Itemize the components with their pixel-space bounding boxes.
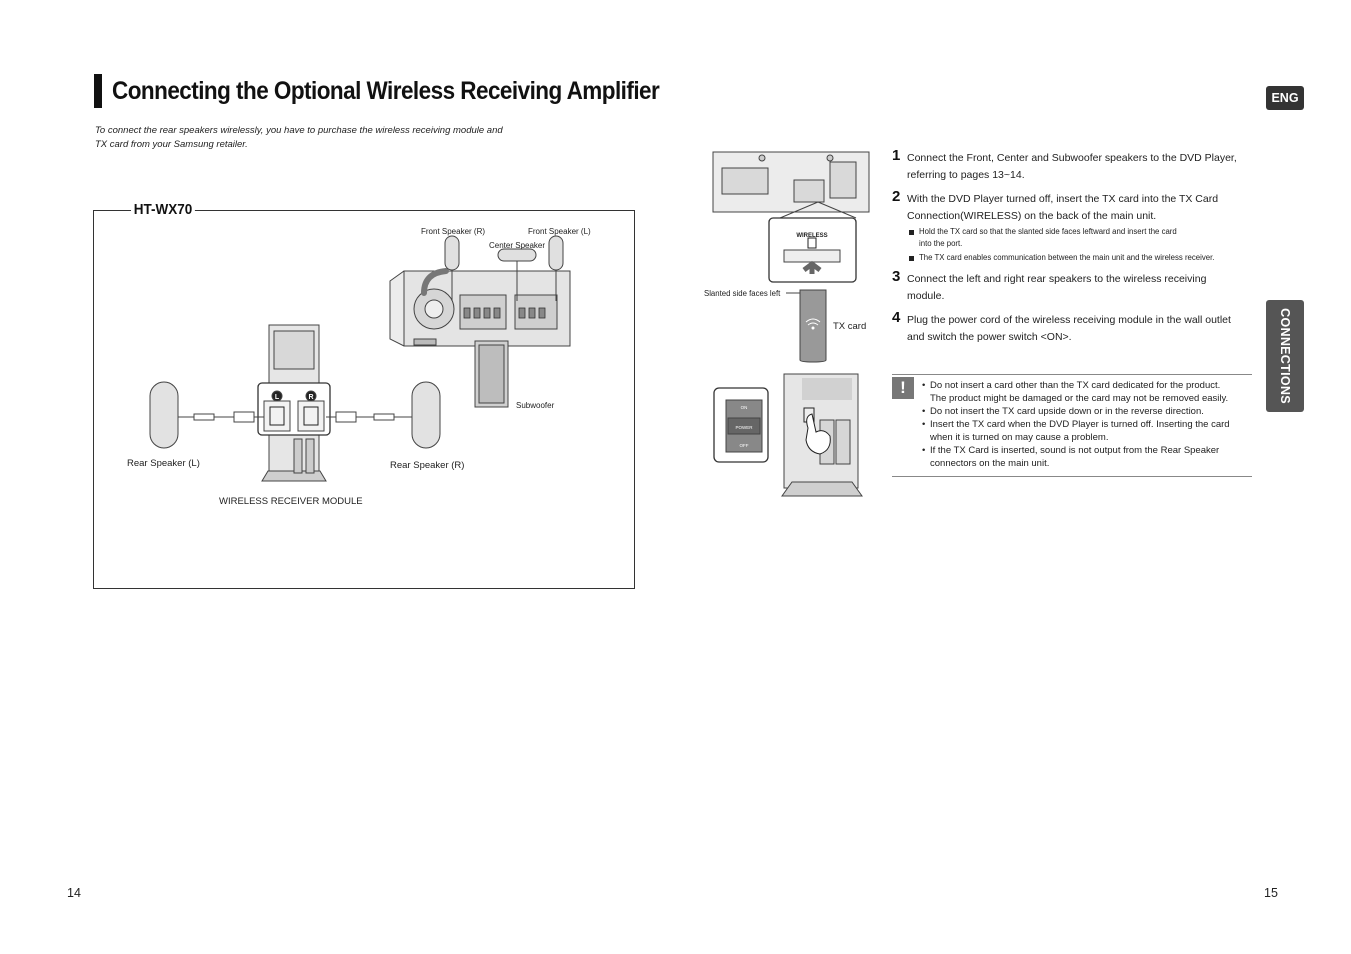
caution-4-line-2: connectors on the main unit.	[930, 458, 1050, 469]
caution-4-line-1: If the TX Card is inserted, sound is not…	[930, 445, 1220, 456]
caution-item: Do not insert the TX card upside down or…	[922, 405, 1252, 418]
wireless-icon	[805, 318, 821, 330]
front-speaker-l-label: Front Speaker (L)	[528, 227, 591, 236]
step-3-line-1: Connect the left and right rear speakers…	[907, 273, 1207, 285]
subwoofer-label: Subwoofer	[516, 401, 555, 410]
page-number-left: 14	[67, 886, 81, 900]
switch-power-label: POWER	[735, 425, 753, 430]
wireless-receiver-illustration	[257, 324, 331, 482]
switch-on-label: ON	[741, 405, 748, 410]
front-speaker-r-label: Front Speaker (R)	[421, 227, 486, 236]
step-2: 2 With the DVD Player turned off, insert…	[892, 188, 1257, 264]
caution-1-line-2: The product might be damaged or the card…	[930, 393, 1229, 404]
page-title: Connecting the Optional Wireless Receivi…	[112, 77, 660, 105]
step-number: 1	[892, 147, 901, 164]
sub-note-1-line-1: Hold the TX card so that the slanted sid…	[919, 227, 1177, 236]
title-accent-bar	[94, 74, 102, 108]
terminal-r-label: R	[308, 394, 313, 401]
caution-3-line-2: when it is turned on may cause a problem…	[930, 432, 1109, 443]
step-2-sub-note-1: Hold the TX card so that the slanted sid…	[907, 226, 1257, 250]
caution-3-line-1: Insert the TX card when the DVD Player i…	[930, 419, 1230, 430]
step-1-line-2: referring to pages 13~14.	[907, 169, 1025, 181]
sub-note-2-text: The TX card enables communication betwee…	[919, 253, 1215, 262]
main-unit-illustration	[389, 270, 571, 347]
step-1-line-1: Connect the Front, Center and Subwoofer …	[907, 152, 1237, 164]
step-number: 3	[892, 268, 901, 285]
rear-speaker-r-illustration	[411, 381, 441, 449]
step-number: 4	[892, 309, 901, 326]
tx-card-label: TX card	[833, 321, 867, 332]
caution-icon: !	[892, 377, 914, 399]
intro-line-1: To connect the rear speakers wirelessly,…	[95, 125, 503, 136]
front-speaker-r-illustration	[444, 235, 460, 271]
section-tab: CONNECTIONS	[1266, 300, 1304, 412]
switch-off-label: OFF	[740, 443, 749, 448]
caution-2-line-1: Do not insert the TX card upside down or…	[930, 406, 1204, 417]
sub-note-1-line-2: into the port.	[919, 239, 963, 248]
center-speaker-illustration	[497, 248, 537, 262]
caution-list: Do not insert a card other than the TX c…	[922, 379, 1252, 470]
step-4: 4 Plug the power cord of the wireless re…	[892, 309, 1257, 346]
language-badge: ENG	[1266, 86, 1304, 110]
tx-card-illustration: WIRELESS	[712, 151, 870, 363]
caution-item: Do not insert a card other than the TX c…	[922, 379, 1252, 405]
center-speaker-label: Center Speaker	[489, 241, 546, 250]
page-number-right: 15	[1264, 886, 1278, 900]
insert-arrow	[421, 268, 449, 296]
rear-speaker-r-label: Rear Speaker (R)	[390, 460, 465, 471]
step-1: 1 Connect the Front, Center and Subwoofe…	[892, 147, 1257, 184]
wireless-port-label: WIRELESS	[796, 233, 827, 239]
step-3-line-2: module.	[907, 290, 945, 302]
caution-item: Insert the TX card when the DVD Player i…	[922, 418, 1252, 444]
terminal-l-label: L	[275, 394, 280, 401]
power-switch-illustration: ON POWER OFF	[713, 373, 863, 497]
intro-text: To connect the rear speakers wirelessly,…	[95, 124, 535, 152]
step-2-sub-note-2: The TX card enables communication betwee…	[907, 252, 1257, 264]
step-3: 3 Connect the left and right rear speake…	[892, 268, 1257, 305]
front-speaker-l-illustration	[548, 235, 564, 271]
step-number: 2	[892, 188, 901, 205]
step-4-line-1: Plug the power cord of the wireless rece…	[907, 314, 1231, 326]
diagram-frame	[93, 210, 635, 589]
caution-item: If the TX Card is inserted, sound is not…	[922, 444, 1252, 470]
section-tab-label: CONNECTIONS	[1278, 308, 1292, 404]
connection-diagram: L R	[149, 235, 571, 482]
caution-notes: ! Do not insert a card other than the TX…	[892, 374, 1252, 477]
step-2-line-1: With the DVD Player turned off, insert t…	[907, 193, 1219, 205]
intro-line-2: TX card from your Samsung retailer.	[95, 139, 248, 150]
model-label: HT-WX70	[131, 201, 195, 218]
wireless-receiver-module-label: WIRELESS RECEIVER MODULE	[219, 496, 363, 507]
step-4-line-2: and switch the power switch <ON>.	[907, 331, 1072, 343]
caution-1-line-1: Do not insert a card other than the TX c…	[930, 380, 1221, 391]
rear-speaker-l-label: Rear Speaker (L)	[127, 458, 200, 469]
steps-list: 1 Connect the Front, Center and Subwoofe…	[892, 147, 1257, 353]
rear-speaker-l-illustration	[149, 381, 179, 449]
step-2-line-2: Connection(WIRELESS) on the back of the …	[907, 210, 1157, 222]
slanted-side-label: Slanted side faces left	[704, 289, 781, 298]
